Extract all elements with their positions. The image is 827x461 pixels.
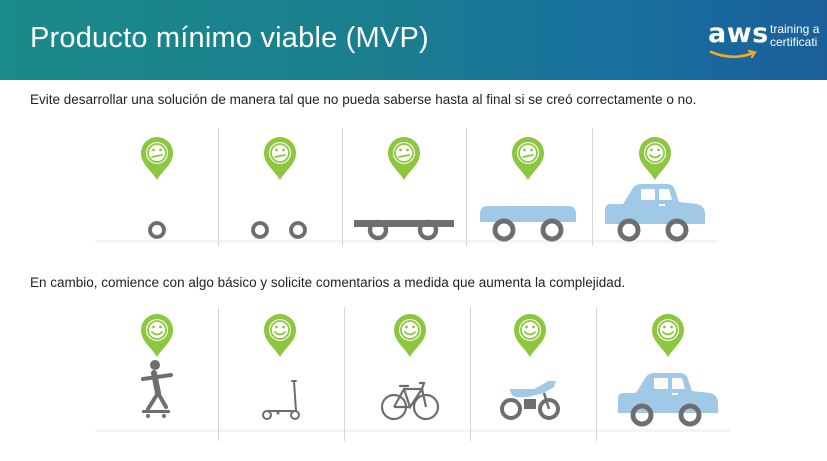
top-stage-chassis	[354, 137, 454, 241]
smile-face-pin-icon	[639, 137, 671, 180]
car-body-icon	[480, 206, 576, 242]
logo-sub-line2: certificati	[770, 35, 818, 49]
smile-face-pin-icon	[264, 314, 296, 357]
bottom-stage-bicycle	[380, 314, 440, 421]
bottom-stage-skateboard	[141, 314, 173, 418]
top-stage-car-body	[480, 137, 576, 242]
chassis-icon	[354, 219, 454, 241]
motorcycle-icon	[500, 381, 560, 420]
caption-bottom: En cambio, comience con algo básico y so…	[30, 275, 626, 290]
meh-face-pin-icon	[264, 137, 296, 180]
top-stage-car	[605, 137, 705, 242]
bottom-row-mvp-right	[0, 303, 827, 445]
stage-divider	[596, 307, 597, 441]
smile-face-pin-icon	[141, 314, 173, 357]
aws-smile-icon	[709, 50, 757, 59]
stage-divider	[466, 128, 467, 246]
smile-face-pin-icon	[652, 314, 684, 357]
bottom-stage-car	[618, 314, 718, 427]
meh-face-pin-icon	[388, 137, 420, 180]
top-stage-one-wheel	[141, 137, 173, 239]
stage-divider	[592, 128, 593, 246]
caption-top: Evite desarrollar una solución de manera…	[30, 92, 697, 107]
smile-face-pin-icon	[394, 314, 426, 357]
stage-divider	[218, 307, 219, 441]
aws-logo-subtitle: training a certificati	[770, 23, 819, 49]
bicycle-icon	[380, 381, 440, 421]
bottom-stage-scooter	[262, 314, 300, 420]
stage-divider	[344, 307, 345, 441]
skateboard-icon	[141, 360, 173, 418]
slide-header: Producto mínimo viable (MVP) aws trainin…	[0, 0, 827, 80]
bottom-stage-motorcycle	[500, 314, 560, 420]
two-wheels-icon	[251, 221, 307, 239]
car-icon	[605, 184, 705, 242]
stage-divider	[342, 128, 343, 246]
meh-face-pin-icon	[512, 137, 544, 180]
logo-sub-line1: training a	[770, 22, 820, 36]
smile-face-pin-icon	[514, 314, 546, 357]
meh-face-pin-icon	[141, 137, 173, 180]
stage-divider	[218, 128, 219, 246]
top-row-mvp-wrong	[0, 118, 827, 250]
top-stage-two-wheels	[251, 137, 307, 239]
scooter-icon	[262, 380, 300, 420]
car-icon	[618, 373, 718, 427]
stage-divider	[470, 307, 471, 441]
aws-training-logo: aws training a certificati	[708, 18, 827, 62]
one-wheel-icon	[148, 221, 166, 239]
aws-logo-text: aws	[708, 18, 769, 49]
slide-title: Producto mínimo viable (MVP)	[30, 22, 429, 54]
